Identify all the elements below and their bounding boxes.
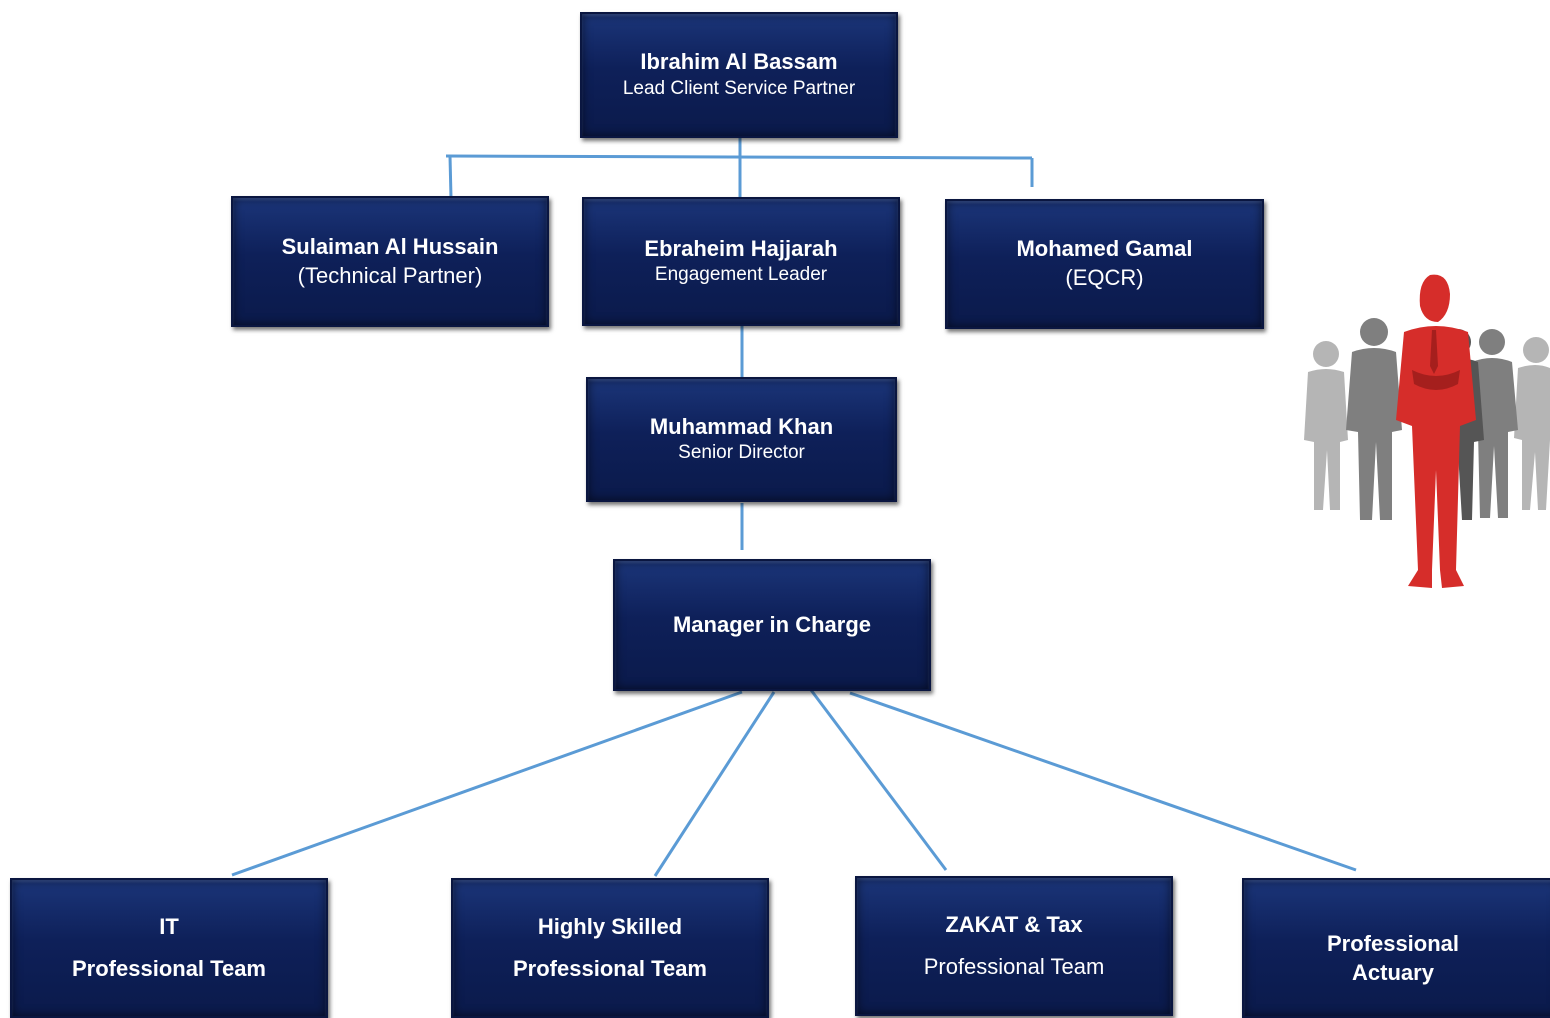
node-zakat-tax-team: ZAKAT & Tax Professional Team <box>855 876 1173 1016</box>
node-professional-actuary: Professional Actuary <box>1242 878 1550 1018</box>
node-role: Senior Director <box>678 442 805 464</box>
node-engagement-leader: Ebraheim Hajjarah Engagement Leader <box>582 197 900 326</box>
node-name: Mohamed Gamal <box>1016 236 1193 262</box>
team-line2: Actuary <box>1352 959 1434 985</box>
team-line2: Professional Team <box>513 956 707 981</box>
node-it-team: IT Professional Team <box>10 878 328 1018</box>
team-line1: IT <box>159 914 179 940</box>
node-manager-in-charge: Manager in Charge <box>613 559 931 691</box>
team-line1: Highly Skilled <box>537 914 683 940</box>
connector-manager-zakat <box>806 685 948 871</box>
node-role: Lead Client Service Partner <box>622 77 856 99</box>
node-name: Muhammad Khan <box>649 413 834 439</box>
node-highly-skilled-team: Highly Skilled Professional Team <box>451 878 769 1018</box>
connector-manager-skilled <box>653 691 776 877</box>
node-eqcr: Mohamed Gamal (EQCR) <box>945 199 1264 329</box>
team-line2: Professional Team <box>923 954 1105 979</box>
node-senior-director: Muhammad Khan Senior Director <box>586 377 897 502</box>
connector-manager-actuary <box>849 691 1357 872</box>
node-name: Sulaiman Al Hussain <box>281 233 499 259</box>
team-line1: ZAKAT & Tax <box>945 912 1083 938</box>
node-role: Engagement Leader <box>654 264 828 286</box>
node-role: (Technical Partner) <box>297 262 483 288</box>
node-name: Ibrahim Al Bassam <box>640 49 838 75</box>
team-line2: Professional Team <box>72 956 266 981</box>
connector-manager-it <box>231 690 743 877</box>
node-name: Manager in Charge <box>672 611 872 637</box>
node-role: (EQCR) <box>1065 265 1144 290</box>
node-technical-partner: Sulaiman Al Hussain (Technical Partner) <box>231 196 549 327</box>
connector-partner-left <box>448 155 453 199</box>
node-lead-client-service-partner: Ibrahim Al Bassam Lead Client Service Pa… <box>580 12 898 138</box>
business-team-leader-icon <box>1304 274 1550 588</box>
team-line1: Professional <box>1326 931 1460 956</box>
node-name: Ebraheim Hajjarah <box>644 235 838 261</box>
